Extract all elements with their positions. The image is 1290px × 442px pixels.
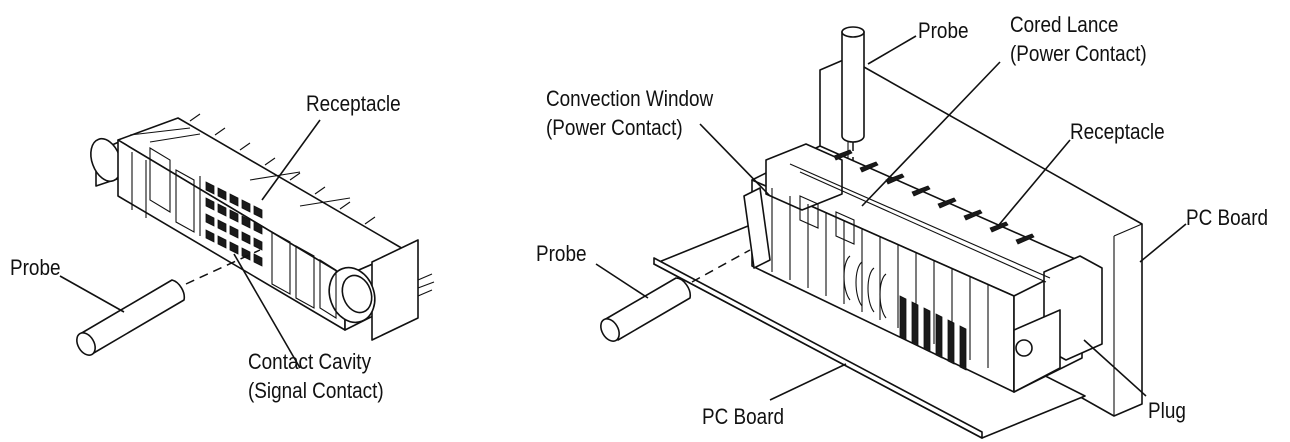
horizontal-probe <box>600 249 751 342</box>
label-contact-cavity: Contact Cavity <box>248 349 372 374</box>
probe-top-leader <box>867 35 917 65</box>
label-probe-top: Probe <box>918 18 969 43</box>
label-pc-board-right: PC Board <box>1186 205 1269 230</box>
label-plug: Plug <box>1148 398 1186 423</box>
left-probe <box>76 249 261 356</box>
label-signal-contact: (Signal Contact) <box>248 378 384 403</box>
pc-board-bottom-leader <box>769 363 847 401</box>
right-connector-assembly <box>743 143 1103 393</box>
horizontal-pc-board <box>653 225 1086 439</box>
receptacle-leader-right <box>997 139 1071 227</box>
vertical-probe <box>841 26 865 196</box>
label-probe-right-side: Probe <box>536 241 587 266</box>
label-probe-left: Probe <box>10 255 61 280</box>
receptacle-leader-left <box>261 119 321 201</box>
probe-left-leader <box>595 263 649 299</box>
convection-window-leader <box>699 123 771 197</box>
label-convection-window-power-contact: (Power Contact) <box>546 115 683 140</box>
label-convection-window: Convection Window <box>546 86 714 111</box>
label-receptacle-right: Receptacle <box>1070 119 1165 144</box>
left-connector-assembly <box>90 113 435 341</box>
probe-leader-left <box>59 275 125 313</box>
label-cored-lance-power-contact: (Power Contact) <box>1010 41 1147 66</box>
plug-leader <box>1083 339 1147 397</box>
label-pc-board-bottom: PC Board <box>702 404 785 429</box>
label-receptacle-left: Receptacle <box>306 91 401 116</box>
pc-board-right-leader <box>1139 223 1187 263</box>
label-cored-lance: Cored Lance <box>1010 12 1119 37</box>
cored-lance-leader <box>861 61 1001 207</box>
contact-cavity-leader <box>233 253 301 369</box>
